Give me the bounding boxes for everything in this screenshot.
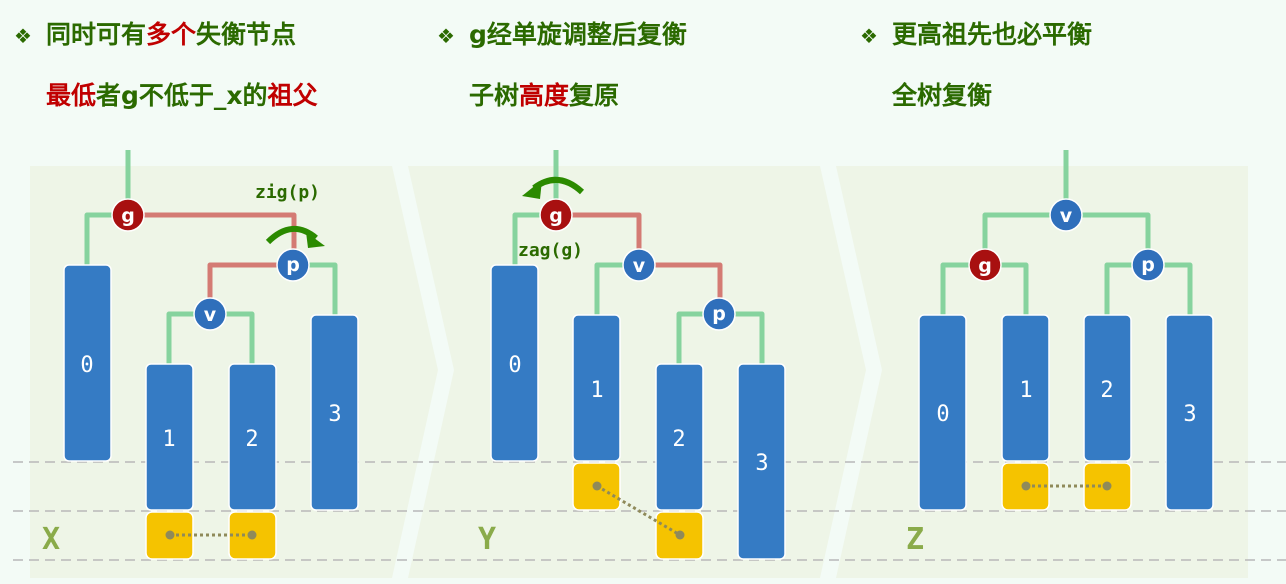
subtree-3 <box>737 363 786 560</box>
heading-line-1: g经单旋调整后复衡 <box>469 20 687 49</box>
heading-line-2: 子树高度复原 <box>469 81 619 110</box>
node-g <box>111 198 145 232</box>
subtree-label: 1 <box>1019 378 1032 403</box>
subtree-0 <box>918 314 967 511</box>
bullet-icon: ❖ <box>860 24 878 48</box>
either-one-connector <box>596 484 681 537</box>
subtree-label: 0 <box>80 353 93 378</box>
connector-dot <box>247 530 257 540</box>
operation-label: zag(g) <box>518 240 583 261</box>
height-label: X <box>42 522 60 557</box>
operation-label: zig(p) <box>255 182 320 203</box>
subtree-0 <box>63 264 112 462</box>
node-label: p <box>712 303 726 325</box>
node-g <box>539 198 573 232</box>
subtree-1 <box>572 314 621 462</box>
node-p <box>276 248 310 282</box>
heading-line-1: 更高祖先也必平衡 <box>892 20 1092 49</box>
subtree-2 <box>655 363 704 511</box>
tree-before: 0 1 2 3 g p v zig(p) X <box>42 150 359 560</box>
subtree-2 <box>228 363 277 511</box>
node-p <box>1131 248 1165 282</box>
node-v <box>622 248 656 282</box>
arrowhead <box>306 232 325 248</box>
subtree-2 <box>1083 314 1132 462</box>
node-v <box>193 297 227 331</box>
subtree-label: 3 <box>328 402 341 427</box>
tree-after-zig: 0 1 2 3 g v p zag(g) Y <box>478 150 786 560</box>
heading-line-2: 最低者g不低于_x的祖父 <box>46 81 319 110</box>
node-v <box>1049 198 1083 232</box>
node-label: g <box>121 205 135 227</box>
connector-dot <box>592 481 602 491</box>
heading-line-1: 同时可有多个失衡节点 <box>46 20 296 49</box>
node-g <box>968 248 1002 282</box>
bullet-icon: ❖ <box>14 24 32 48</box>
subtree-0 <box>490 264 539 462</box>
subtree-label: 2 <box>1100 378 1113 403</box>
subtree-1 <box>145 363 194 511</box>
node-label: p <box>1141 254 1155 276</box>
node-p <box>702 297 736 331</box>
subtree-label: 0 <box>508 353 521 378</box>
bullet-icon: ❖ <box>437 24 455 48</box>
subtree-label: 1 <box>162 427 175 452</box>
connector-dot <box>165 530 175 540</box>
arrowhead <box>522 180 542 199</box>
column-3-heading: ❖ 更高祖先也必平衡 全树复衡 <box>860 20 1092 110</box>
node-label: g <box>549 205 563 227</box>
tree-rebalanced: 0 1 2 3 v g p Z <box>906 150 1214 557</box>
node-label: p <box>286 254 300 276</box>
subtree-label: 2 <box>245 427 258 452</box>
node-label: v <box>1060 205 1073 227</box>
heading-line-2: 全树复衡 <box>891 81 992 110</box>
connector-dot <box>1102 481 1112 491</box>
connector-dot <box>675 530 685 540</box>
height-label: Y <box>478 522 496 557</box>
node-label: v <box>633 255 646 277</box>
column-2-heading: ❖ g经单旋调整后复衡 子树高度复原 <box>437 20 687 110</box>
subtree-label: 1 <box>590 378 603 403</box>
subtree-label: 2 <box>672 427 685 452</box>
subtree-3 <box>1165 314 1214 511</box>
subtree-label: 0 <box>936 402 949 427</box>
subtree-label: 3 <box>755 451 768 476</box>
rotate-clockwise-icon <box>265 226 318 245</box>
connector-dot <box>1021 481 1031 491</box>
height-label: Z <box>906 522 924 557</box>
subtree-1 <box>1001 314 1050 462</box>
node-label: g <box>978 255 992 277</box>
column-1-heading: ❖ 同时可有多个失衡节点 最低者g不低于_x的祖父 <box>14 20 319 110</box>
subtree-3 <box>310 314 359 511</box>
node-label: v <box>204 304 217 326</box>
subtree-label: 3 <box>1183 402 1196 427</box>
